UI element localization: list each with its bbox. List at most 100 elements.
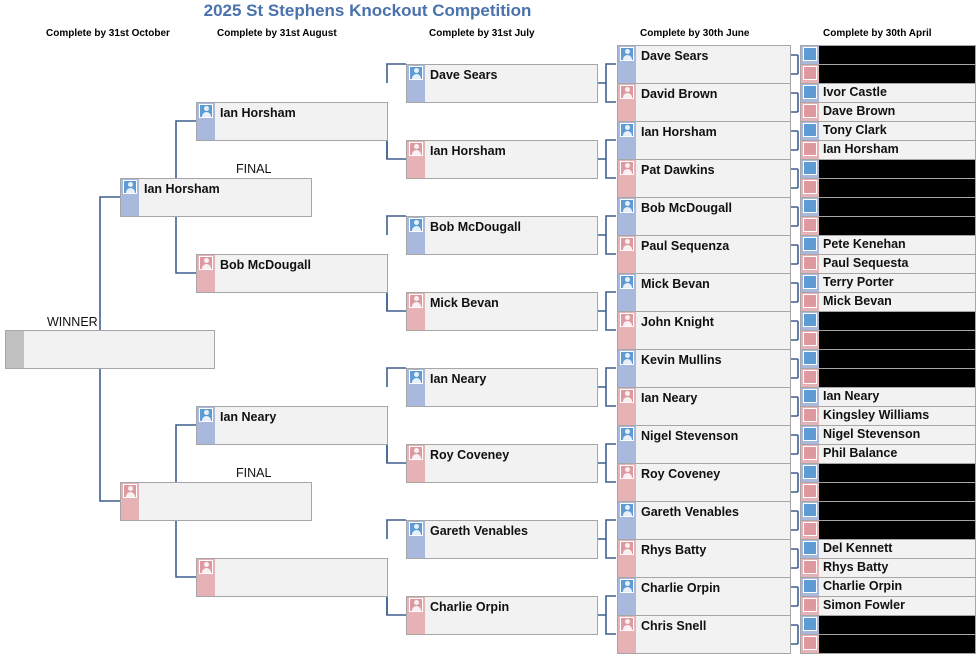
player-icon — [618, 198, 636, 235]
quarter-slot-8[interactable]: Charlie Orpin — [406, 596, 598, 635]
round1-slot-18[interactable] — [800, 368, 976, 388]
player-icon — [121, 179, 139, 216]
player-name: Charlie Orpin — [430, 600, 510, 614]
header-round-june: Complete by 30th June — [640, 28, 750, 39]
round2-slot-14[interactable]: Rhys Batty — [617, 539, 791, 578]
player-name: Bob McDougall — [430, 220, 521, 234]
round1-slot-2[interactable] — [800, 64, 976, 84]
round1-slot-30[interactable]: Simon Fowler — [800, 596, 976, 616]
round2-slot-2[interactable]: David Brown — [617, 83, 791, 122]
quarter-slot-3[interactable]: Bob McDougall — [406, 216, 598, 255]
round1-slot-9[interactable] — [800, 197, 976, 217]
round1-slot-24[interactable] — [800, 482, 976, 502]
round2-slot-8[interactable]: John Knight — [617, 311, 791, 350]
player-icon — [407, 521, 425, 558]
player-name: Ian Neary — [220, 410, 277, 424]
player-name: Bob McDougall — [220, 258, 311, 272]
player-icon — [197, 407, 215, 444]
bye-slot-fill — [819, 502, 975, 520]
round1-slot-16[interactable] — [800, 330, 976, 350]
player-icon — [618, 502, 636, 539]
round2-slot-4[interactable]: Pat Dawkins — [617, 159, 791, 198]
player-icon — [618, 464, 636, 501]
round1-slot-10[interactable] — [800, 216, 976, 236]
round1-slot-28[interactable]: Rhys Batty — [800, 558, 976, 578]
player-name: Kingsley Williams — [823, 408, 930, 422]
round1-slot-21[interactable]: Nigel Stevenson — [800, 425, 976, 445]
round1-slot-13[interactable]: Terry Porter — [800, 273, 976, 293]
round1-slot-19[interactable]: Ian Neary — [800, 387, 976, 407]
round2-slot-9[interactable]: Kevin Mullins — [617, 349, 791, 388]
winner-box[interactable] — [5, 330, 215, 369]
semi-slot-3[interactable]: Ian Neary — [196, 406, 388, 445]
semi-slot-2[interactable]: Bob McDougall — [196, 254, 388, 293]
round1-slot-23[interactable] — [800, 463, 976, 483]
page-title: 2025 St Stephens Knockout Competition — [203, 1, 532, 20]
round1-slot-32[interactable] — [800, 634, 976, 654]
player-icon — [618, 388, 636, 425]
round1-slot-1[interactable] — [800, 45, 976, 65]
round2-slot-5[interactable]: Bob McDougall — [617, 197, 791, 236]
round2-slot-6[interactable]: Paul Sequenza — [617, 235, 791, 274]
quarter-slot-1[interactable]: Dave Sears — [406, 64, 598, 103]
quarter-slot-6[interactable]: Roy Coveney — [406, 444, 598, 483]
round2-slot-15[interactable]: Charlie Orpin — [617, 577, 791, 616]
player-icon — [407, 293, 425, 330]
round2-slot-16[interactable]: Chris Snell — [617, 615, 791, 654]
quarter-slot-4[interactable]: Mick Bevan — [406, 292, 598, 331]
round1-slot-4[interactable]: Dave Brown — [800, 102, 976, 122]
player-icon — [407, 65, 425, 102]
round2-slot-12[interactable]: Roy Coveney — [617, 463, 791, 502]
player-icon — [801, 179, 819, 197]
player-name: Ian Neary — [823, 389, 880, 403]
round1-slot-11[interactable]: Pete Kenehan — [800, 235, 976, 255]
semi-slot-4[interactable] — [196, 558, 388, 597]
quarter-slot-7[interactable]: Gareth Venables — [406, 520, 598, 559]
round1-slot-7[interactable] — [800, 159, 976, 179]
player-icon — [407, 141, 425, 178]
round1-slot-8[interactable] — [800, 178, 976, 198]
round1-slot-31[interactable] — [800, 615, 976, 635]
round1-slot-29[interactable]: Charlie Orpin — [800, 577, 976, 597]
round1-slot-12[interactable]: Paul Sequesta — [800, 254, 976, 274]
player-icon — [618, 84, 636, 121]
bye-slot-fill — [819, 46, 975, 64]
round1-slot-17[interactable] — [800, 349, 976, 369]
player-name: John Knight — [641, 315, 714, 329]
player-name: Tony Clark — [823, 123, 887, 137]
final-label-top: FINAL — [236, 162, 272, 176]
player-icon — [618, 160, 636, 197]
round1-slot-20[interactable]: Kingsley Williams — [800, 406, 976, 426]
round1-slot-14[interactable]: Mick Bevan — [800, 292, 976, 312]
player-icon — [618, 236, 636, 273]
round2-slot-7[interactable]: Mick Bevan — [617, 273, 791, 312]
round1-slot-26[interactable] — [800, 520, 976, 540]
semi-slot-1[interactable]: Ian Horsham — [196, 102, 388, 141]
bye-slot-fill — [819, 483, 975, 501]
round2-slot-13[interactable]: Gareth Venables — [617, 501, 791, 540]
final-slot-1[interactable]: Ian Horsham — [120, 178, 312, 217]
round2-slot-10[interactable]: Ian Neary — [617, 387, 791, 426]
quarter-slot-2[interactable]: Ian Horsham — [406, 140, 598, 179]
player-name: Ian Neary — [641, 391, 698, 405]
quarter-slot-5[interactable]: Ian Neary — [406, 368, 598, 407]
round1-slot-22[interactable]: Phil Balance — [800, 444, 976, 464]
bye-slot-fill — [819, 350, 975, 368]
round2-slot-1[interactable]: Dave Sears — [617, 45, 791, 84]
player-icon — [618, 426, 636, 463]
round1-slot-15[interactable] — [800, 311, 976, 331]
final-slot-2[interactable] — [120, 482, 312, 521]
player-name: Kevin Mullins — [641, 353, 722, 367]
round2-slot-3[interactable]: Ian Horsham — [617, 121, 791, 160]
player-name: Simon Fowler — [823, 598, 905, 612]
round1-slot-6[interactable]: Ian Horsham — [800, 140, 976, 160]
round1-slot-3[interactable]: Ivor Castle — [800, 83, 976, 103]
round1-slot-27[interactable]: Del Kennett — [800, 539, 976, 559]
player-name: Gareth Venables — [430, 524, 528, 538]
round2-slot-11[interactable]: Nigel Stevenson — [617, 425, 791, 464]
round1-slot-25[interactable] — [800, 501, 976, 521]
player-icon — [801, 84, 819, 102]
player-icon — [801, 559, 819, 577]
round1-slot-5[interactable]: Tony Clark — [800, 121, 976, 141]
